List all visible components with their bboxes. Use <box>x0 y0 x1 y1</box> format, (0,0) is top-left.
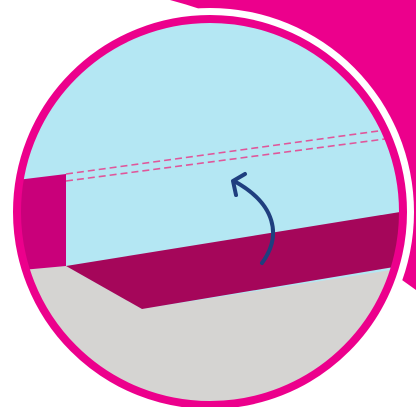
folded-flap <box>66 212 400 309</box>
lens-ring <box>13 15 407 407</box>
fold-up-arrow-icon <box>231 172 276 265</box>
dashed-fold-line-upper <box>65 127 401 175</box>
dashed-fold-line-lower <box>65 136 401 182</box>
upright-edge-panel <box>19 174 66 272</box>
